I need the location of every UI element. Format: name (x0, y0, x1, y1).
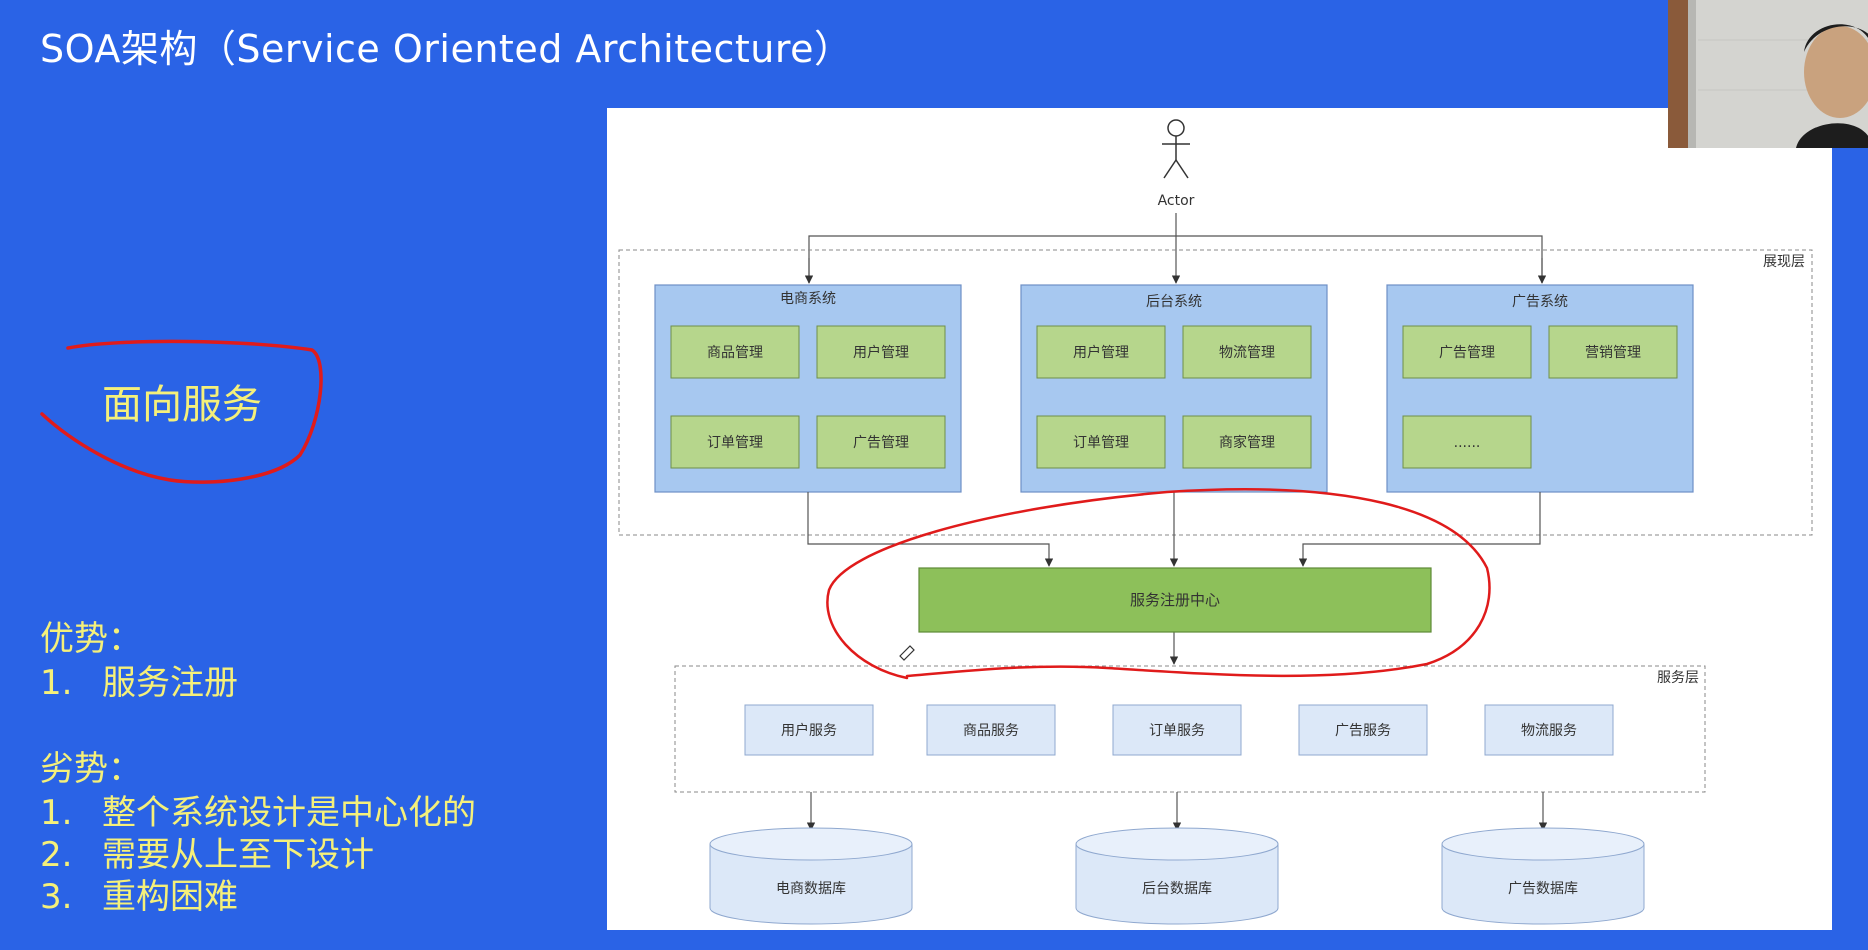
database-label: 后台数据库 (1142, 881, 1212, 897)
item-number: 1. (40, 793, 73, 833)
disadvantage-item: 3. 重构困难 (40, 876, 238, 918)
registry-connectors (807, 492, 1541, 665)
system-ads: 广告系统 广告管理 营销管理 ...... (1386, 284, 1694, 493)
disadvantage-item: 1. 整个系统设计是中心化的 (40, 792, 476, 834)
registry-label: 服务注册中心 (1130, 591, 1220, 609)
module-box: 广告管理 (1439, 345, 1495, 361)
module-box: 商家管理 (1219, 434, 1275, 451)
database-cylinder (709, 827, 913, 925)
service-box: 商品服务 (963, 723, 1019, 739)
left-panel: 面向服务 优势： 1. 服务注册 劣势： 1. 整个系统设计是中心化的 2. 需要从上… (0, 0, 600, 950)
services: 用户服务 商品服务 订单服务 广告服务 物流服务 (744, 704, 1614, 756)
presentation-layer-label: 展现层 (1763, 254, 1805, 270)
system-name: 广告系统 (1512, 294, 1568, 310)
service-box: 订单服务 (1149, 723, 1205, 739)
item-text: 需要从上至下设计 (102, 835, 374, 875)
module-box: ...... (1454, 435, 1481, 451)
service-box: 物流服务 (1521, 723, 1577, 739)
system-ecommerce: 电商系统 商品管理 用户管理 订单管理 广告管理 (654, 284, 962, 493)
actor-label: Actor (1158, 193, 1195, 209)
module-box: 用户管理 (853, 344, 909, 361)
database-cylinder (1441, 827, 1645, 925)
pencil-cursor-icon (899, 645, 915, 661)
service-box: 用户服务 (781, 722, 837, 739)
item-number: 1. (40, 663, 73, 703)
slide-title: SOA架构（Service Oriented Architecture） (40, 27, 853, 71)
item-text: 重构困难 (102, 877, 238, 917)
actor-connectors (804, 213, 1547, 284)
database-label: 电商数据库 (776, 881, 846, 897)
database-cylinder (1075, 827, 1279, 925)
system-backend: 后台系统 用户管理 物流管理 订单管理 商家管理 (1020, 284, 1328, 493)
system-name: 后台系统 (1146, 294, 1202, 310)
diagram-canvas: Actor 展现层 电商系统 商品管理 用户管理 订单管理 广告管理 (618, 119, 1813, 925)
database-label: 广告数据库 (1508, 881, 1578, 897)
service-layer-frame (674, 665, 1706, 793)
service-box: 广告服务 (1335, 723, 1391, 739)
module-box: 订单管理 (707, 435, 763, 451)
highlight-circle-annotation (40, 339, 323, 484)
system-name: 电商系统 (780, 291, 836, 307)
service-layer-label: 服务层 (1657, 670, 1699, 686)
highlight-label: 面向服务 (102, 382, 262, 428)
module-box: 用户管理 (1073, 344, 1129, 361)
item-text: 整个系统设计是中心化的 (102, 793, 476, 833)
item-text: 服务注册 (102, 663, 238, 703)
module-box: 广告管理 (853, 435, 909, 451)
item-number: 2. (40, 835, 73, 875)
service-registry: 服务注册中心 (918, 567, 1432, 633)
module-box: 营销管理 (1585, 345, 1641, 361)
item-number: 3. (40, 877, 73, 917)
advantage-item: 1. 服务注册 (40, 662, 238, 704)
databases: 电商数据库 后台数据库 广告数据库 (709, 827, 1645, 925)
webcam-overlay (1668, 0, 1868, 148)
registry-circle-annotation (826, 488, 1491, 680)
advantages-heading: 优势： (40, 619, 142, 659)
module-box: 订单管理 (1073, 435, 1129, 451)
module-box: 物流管理 (1219, 345, 1275, 361)
disadvantages-heading: 劣势： (40, 749, 142, 789)
architecture-diagram: Actor 展现层 电商系统 商品管理 用户管理 订单管理 广告管理 (607, 108, 1832, 930)
webcam-feed (1668, 0, 1868, 148)
disadvantage-item: 2. 需要从上至下设计 (40, 834, 374, 876)
module-box: 商品管理 (707, 345, 763, 361)
database-connectors (806, 792, 1548, 831)
actor-figure (1162, 119, 1190, 179)
presentation-layer-frame (618, 249, 1813, 536)
